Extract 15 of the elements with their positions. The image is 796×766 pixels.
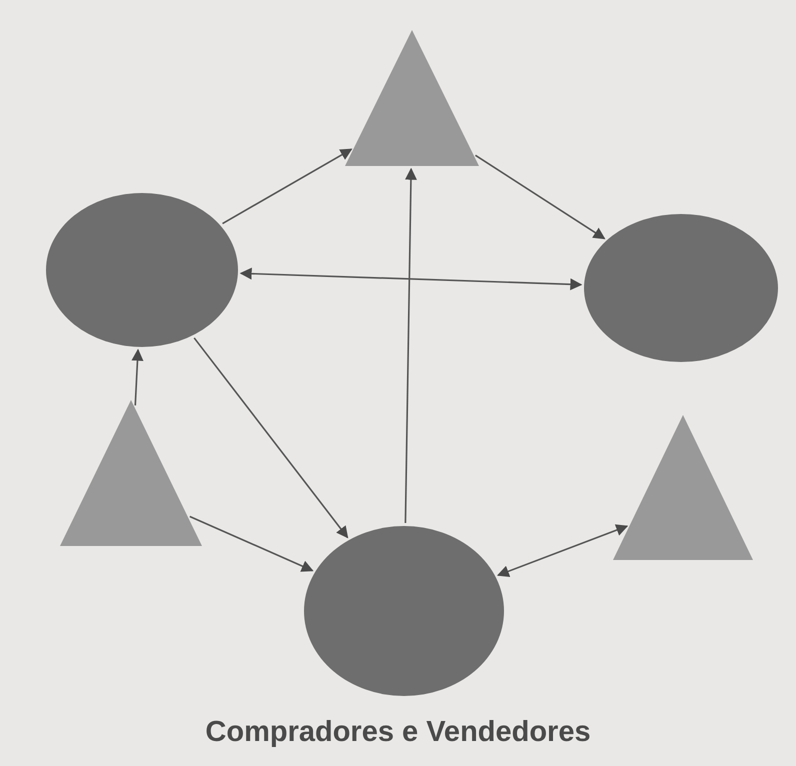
- ellipse-node: [46, 193, 238, 347]
- triangle-node: [345, 30, 479, 166]
- arrow: [404, 168, 417, 524]
- ellipse-node: [304, 526, 504, 696]
- ellipse-node: [584, 214, 778, 362]
- arrow: [496, 524, 628, 577]
- arrow: [131, 348, 144, 406]
- triangle-node: [613, 415, 753, 560]
- arrow: [189, 516, 314, 572]
- caption: Compradores e Vendedores: [205, 716, 591, 748]
- arrow: [222, 148, 352, 224]
- arrow: [240, 268, 582, 290]
- triangle-node: [60, 400, 202, 546]
- arrow: [475, 154, 606, 240]
- arrow: [194, 337, 348, 538]
